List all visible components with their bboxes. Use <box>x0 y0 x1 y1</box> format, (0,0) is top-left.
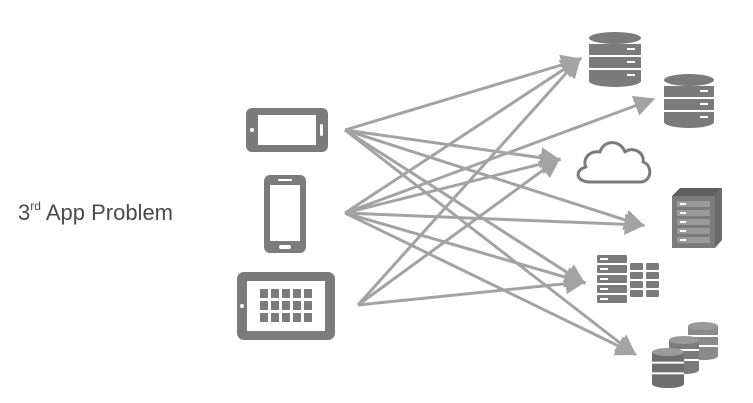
cloud-icon <box>576 141 652 184</box>
connection-arrow <box>344 211 646 235</box>
connection-arrow <box>357 157 561 307</box>
connection-arrow <box>344 211 587 288</box>
connection-arrow <box>344 54 583 132</box>
database-icon-2 <box>664 74 714 128</box>
connection-arrow <box>344 128 637 356</box>
connection-arrow <box>357 273 587 307</box>
smartphone-portrait-icon <box>264 175 306 253</box>
smartphone-landscape-icon <box>246 108 328 152</box>
server-rack-icon <box>672 188 722 248</box>
connection-arrow <box>344 95 656 215</box>
connection-arrow <box>344 57 582 215</box>
connection-arrow <box>356 56 582 307</box>
title-base: 3 <box>18 200 31 225</box>
title-superscript: rd <box>30 198 41 213</box>
connection-arrow <box>344 153 562 215</box>
server-cluster-icon <box>597 255 659 303</box>
database-icon-1 <box>589 32 641 87</box>
database-cluster-icon <box>652 322 718 388</box>
diagram-title: 3rd App Problem <box>18 198 174 226</box>
connection-arrow <box>344 128 586 285</box>
connection-arrow <box>344 211 638 356</box>
connection-arrows <box>344 54 656 356</box>
tablet-icon <box>237 272 335 340</box>
title-text: App Problem <box>45 200 174 225</box>
